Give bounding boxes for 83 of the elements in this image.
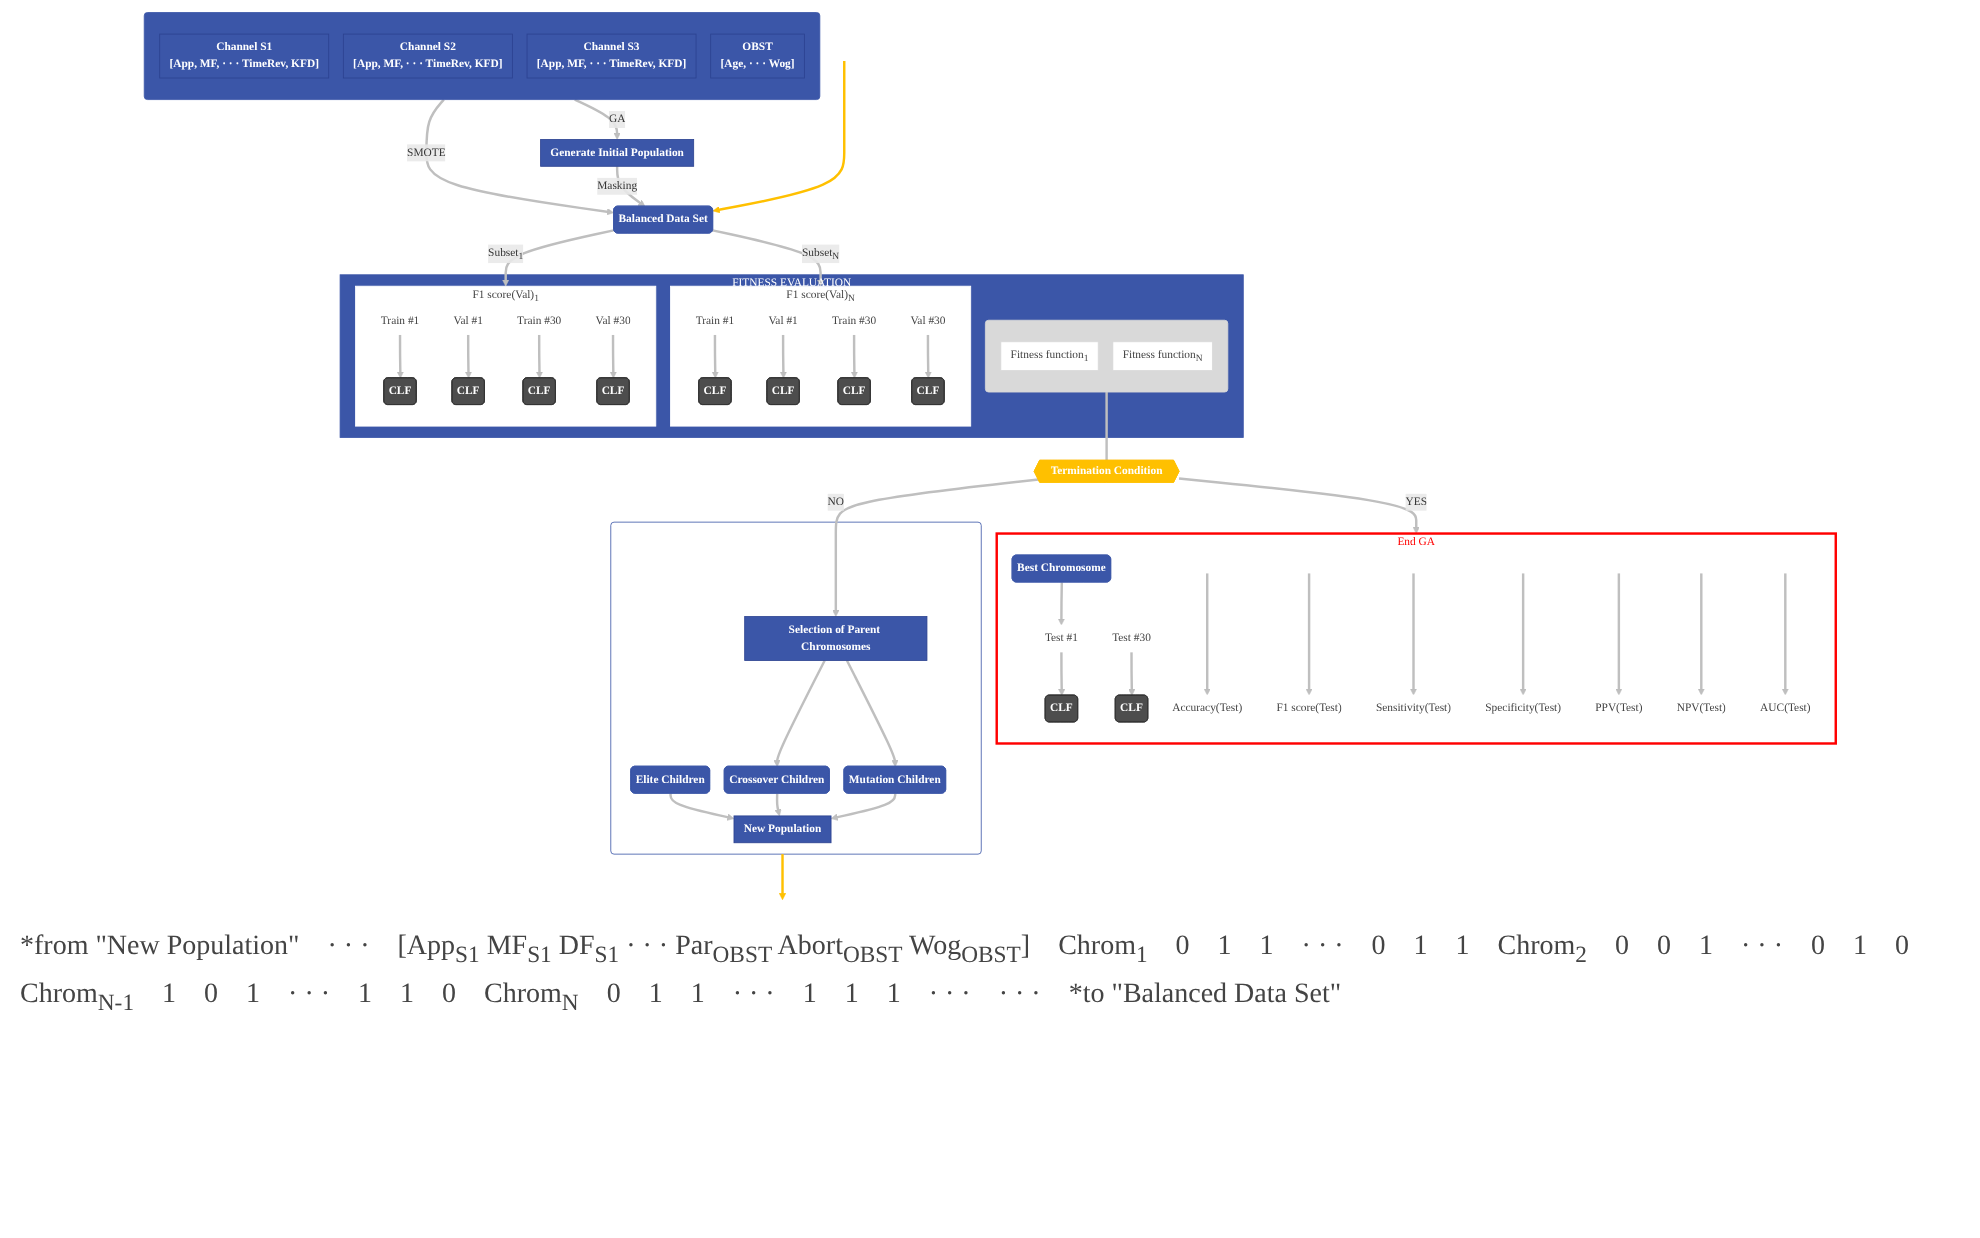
label-text: 1	[162, 979, 177, 1014]
label-text: · · ·	[327, 932, 370, 966]
arrow	[712, 59, 846, 213]
arrow	[924, 333, 932, 378]
label-text: 1	[1259, 932, 1274, 966]
label-text: · · ·	[1301, 932, 1344, 966]
node-box	[1000, 340, 1099, 370]
label-text: 1	[844, 979, 859, 1014]
label-text: Chrom$_{1}$	[1058, 932, 1148, 968]
arrow	[535, 333, 544, 378]
arrow	[574, 97, 621, 139]
arrow	[502, 228, 614, 286]
arrow	[773, 658, 826, 766]
label-text: · · ·	[288, 979, 331, 1014]
arrow	[830, 792, 897, 820]
label-text: 1	[1699, 932, 1713, 966]
label-text: 1	[1413, 932, 1428, 966]
label-text: · · ·	[928, 979, 971, 1014]
label-text: · · ·	[732, 979, 775, 1014]
label-text: Chrom$_{N}$	[484, 979, 579, 1016]
label-text: 1	[1853, 932, 1867, 966]
arrow	[1178, 476, 1420, 533]
label-text: 1	[358, 979, 373, 1014]
label-text: 0	[1175, 932, 1190, 966]
arrow	[1203, 572, 1211, 695]
arrow	[1409, 572, 1418, 695]
label-text: 1	[648, 979, 663, 1014]
label-text: [App$_{S1}$ MF$_{S1}$ DF$_{S1}$ · · · Par$_{OBST}$ Abort$_{OBST}$ Wog$_{OBST}$]	[397, 932, 1031, 968]
label-text: 0	[1657, 932, 1671, 966]
arrow	[609, 333, 617, 378]
cluster	[610, 520, 982, 854]
node-box	[540, 138, 695, 166]
arrow	[1058, 650, 1066, 695]
label-text: Chrom$_{2}$	[1497, 932, 1587, 968]
node-box	[1112, 340, 1213, 370]
arrow	[711, 333, 719, 378]
node-box	[744, 615, 928, 660]
label-text: *from "New Population"	[20, 932, 300, 966]
connector	[1105, 391, 1108, 460]
label-text: 1	[802, 979, 817, 1014]
arrow	[1128, 650, 1136, 695]
label-text: 0	[1895, 932, 1909, 966]
cluster	[984, 318, 1229, 392]
arrow	[850, 333, 858, 378]
label-text: · · ·	[998, 979, 1041, 1014]
arrow	[1519, 572, 1527, 695]
node-box	[733, 814, 832, 843]
label-text: 0	[1615, 932, 1629, 966]
arrow	[845, 658, 899, 766]
arrow	[1781, 572, 1789, 695]
cluster	[143, 11, 821, 99]
cluster	[339, 273, 1244, 437]
label-text: 0	[1811, 932, 1825, 966]
arrow	[1615, 572, 1623, 695]
arrow	[396, 333, 404, 378]
label-text: Chrom$_{N-1}$	[20, 979, 135, 1016]
arrow	[779, 333, 787, 378]
arrow	[778, 853, 787, 900]
arrow	[712, 228, 825, 286]
label-text: 1	[690, 979, 705, 1014]
label-text: 0	[1371, 932, 1386, 966]
arrow	[1697, 572, 1705, 695]
label-text: 1	[246, 979, 261, 1014]
cluster	[670, 284, 972, 426]
cluster	[995, 531, 1837, 744]
arrow	[425, 97, 614, 215]
label-text: 1	[400, 979, 415, 1014]
arrow	[774, 792, 782, 816]
cluster	[355, 284, 657, 426]
label-text: *to "Balanced Data Set"	[1068, 979, 1342, 1014]
label-text: 1	[886, 979, 901, 1014]
label-text: 0	[442, 979, 457, 1014]
label-text: 0	[606, 979, 621, 1014]
label-text: · · ·	[1741, 932, 1783, 966]
label-text: 1	[1455, 932, 1470, 966]
label-text: 1	[1217, 932, 1232, 966]
arrow	[669, 792, 735, 820]
arrow	[615, 165, 646, 206]
arrow	[464, 333, 473, 378]
arrow	[1305, 572, 1313, 695]
arrow	[832, 477, 1039, 616]
label-text: 0	[204, 979, 219, 1014]
arrow	[1057, 581, 1065, 625]
